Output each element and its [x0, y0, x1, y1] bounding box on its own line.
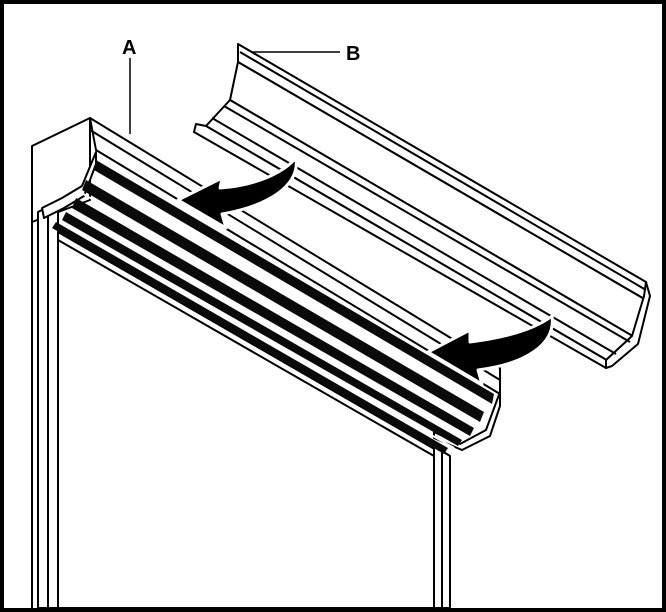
callout-b-leader: [237, 43, 340, 53]
callout-b-label: B: [346, 43, 360, 65]
header-ribs: [52, 160, 494, 454]
door-panel: [31, 117, 451, 609]
arrow-left: [176, 156, 298, 230]
callout-b: B: [237, 43, 360, 65]
trim-piece-b: [193, 43, 651, 369]
header-rib-highlights: [59, 171, 491, 449]
arrow-right: [426, 314, 554, 386]
callout-a-label: A: [122, 37, 136, 59]
header-rail-a: [41, 117, 501, 451]
callout-a: A: [122, 37, 136, 134]
